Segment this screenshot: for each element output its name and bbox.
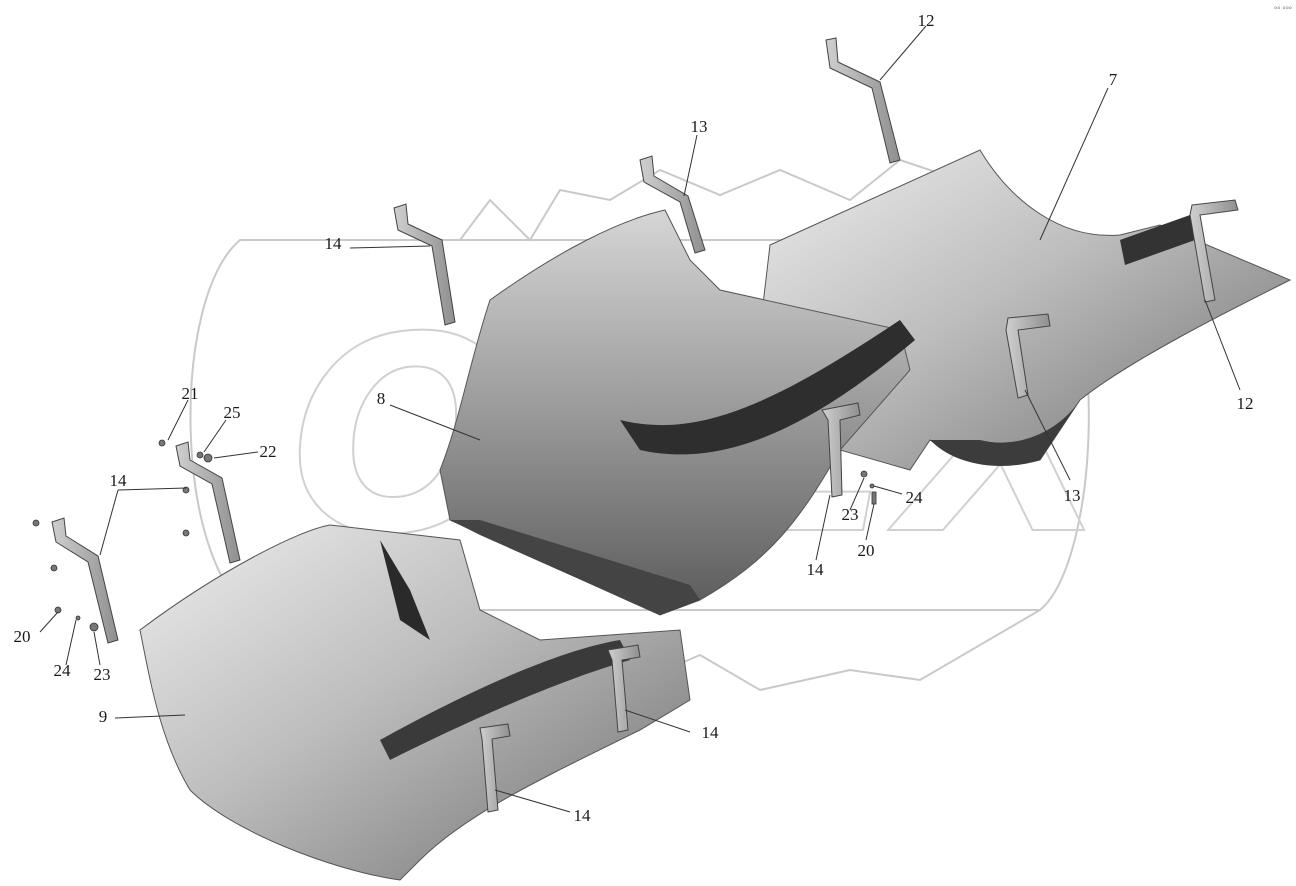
callout-13-right: 13 [1064,486,1081,505]
callout-9: 9 [99,707,108,726]
bracket-part-13-right [1005,313,1051,399]
callout-14-left: 14 [110,471,128,490]
callout-24-left: 24 [54,661,72,680]
callout-labels: 12 7 13 14 8 12 13 21 25 22 14 24 23 20 … [14,11,1254,825]
callout-23-left: 23 [94,665,111,684]
bracket-part-12-top [825,37,901,164]
bolt-part-20-right [871,491,877,505]
bracket-part-14-left-b [51,517,119,644]
bolt-part-21 [158,439,166,447]
callout-21: 21 [182,384,199,403]
bracket-part-12-right [1189,199,1239,303]
callout-14-upper: 14 [325,234,343,253]
callout-8: 8 [377,389,386,408]
bracket-part-14-front-b [479,723,511,813]
bolt-left-mid [182,529,190,537]
bolt-far-left-top [32,519,40,527]
bracket-part-14-center [821,402,861,498]
washer-part-24-right [869,483,875,489]
callout-20-left: 20 [14,627,31,646]
callout-23-right: 23 [842,505,859,524]
bolt-far-left-mid [50,564,58,572]
bracket-part-13-top [639,155,706,254]
callout-25: 25 [224,403,241,422]
shield-part-9 [139,524,691,881]
callout-14-front-b: 14 [574,806,592,825]
washer-part-24-left [75,615,81,621]
nut-part-22 [203,453,213,463]
leader-lines [39,25,1241,813]
callout-20-right: 20 [858,541,875,560]
shield-part-8 [439,209,915,616]
callout-13-top: 13 [691,117,708,136]
corner-mark: °° °°° [1274,5,1292,14]
callout-12-top: 12 [918,11,935,30]
washer-part-23-left [89,622,99,632]
washer-part-23-right [860,470,868,478]
callout-14-center: 14 [807,560,825,579]
callout-7: 7 [1109,70,1118,89]
bracket-part-14-left-a [175,441,241,564]
callout-12-right: 12 [1237,394,1254,413]
bracket-part-14-upper [393,203,456,326]
callout-14-front-a: 14 [702,723,720,742]
bracket-part-14-front-a [607,644,641,733]
callout-24-right: 24 [906,488,924,507]
bolt-part-20-left [54,606,62,614]
callout-22: 22 [260,442,277,461]
washer-part-25 [196,451,204,459]
